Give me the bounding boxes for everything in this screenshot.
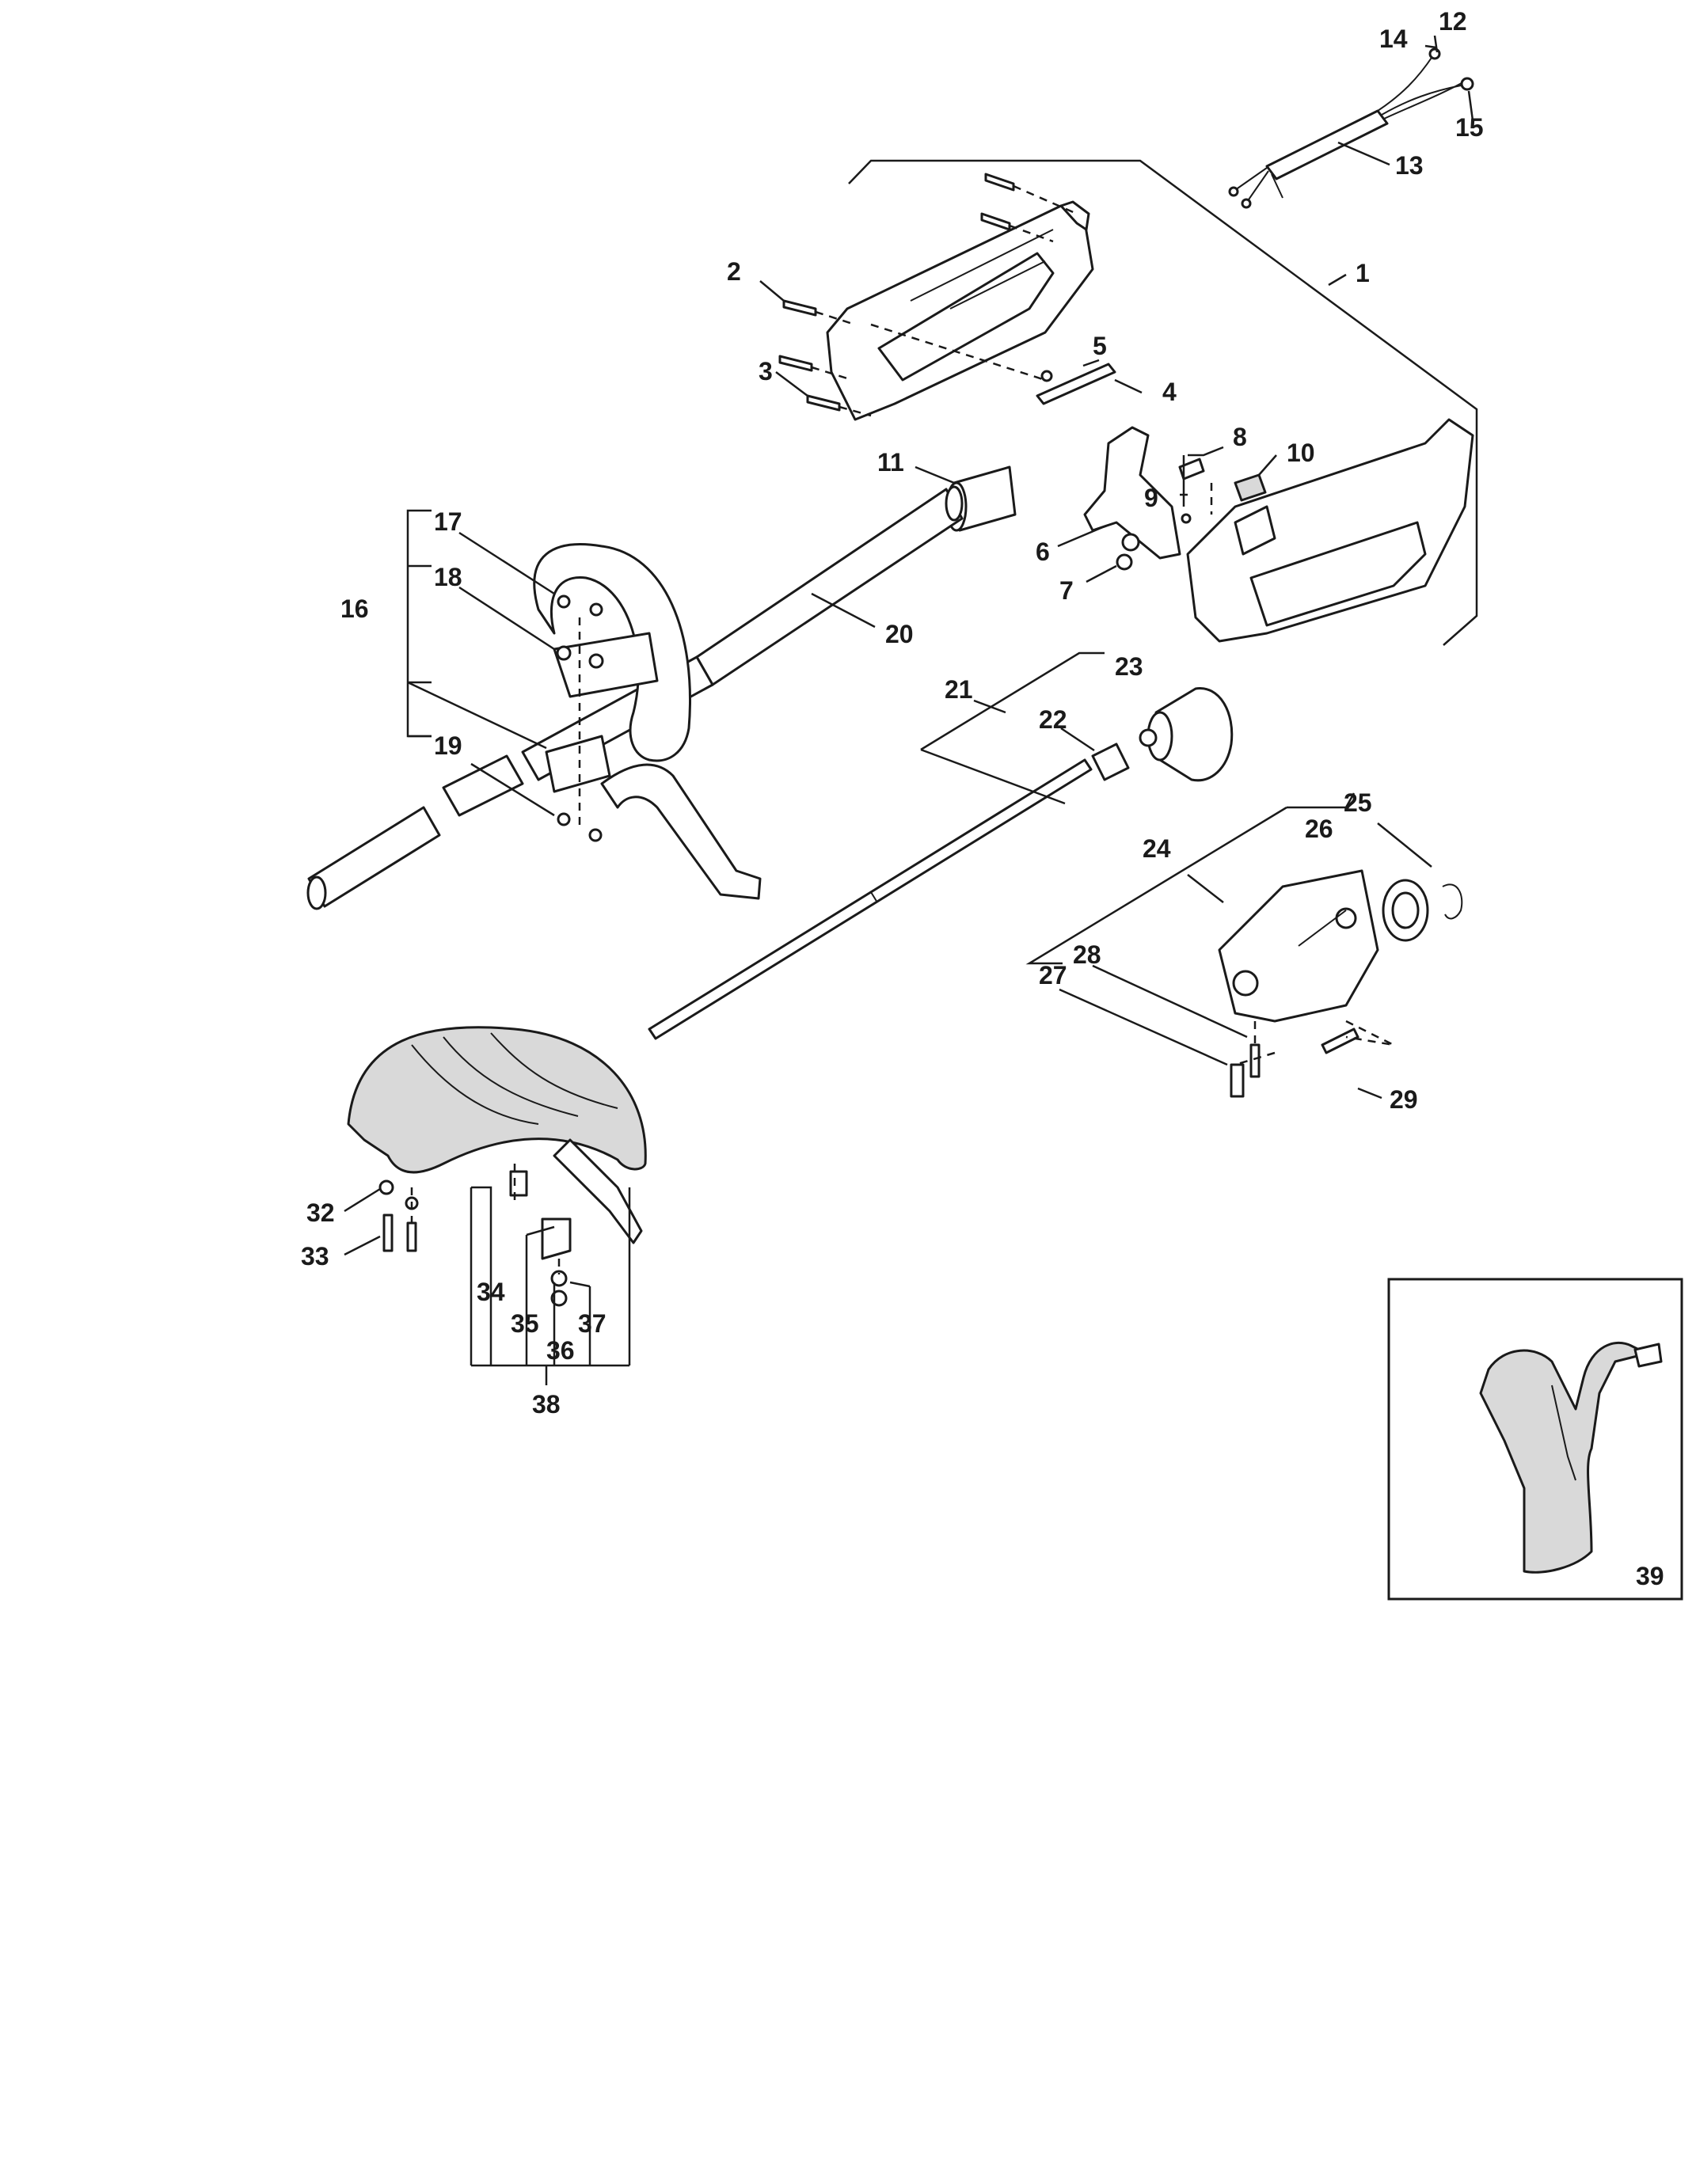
drive-shaft <box>648 758 1093 1040</box>
debris-guard <box>347 1026 647 1307</box>
callout-29: 29 <box>1390 1085 1418 1114</box>
callout-19: 19 <box>434 731 462 760</box>
callout-38: 38 <box>532 1390 561 1419</box>
callout-2: 2 <box>727 257 741 286</box>
callout-23: 23 <box>1115 652 1143 681</box>
leader-lines <box>344 35 1478 1385</box>
callout-7: 7 <box>1059 576 1074 605</box>
callout-12: 12 <box>1439 7 1467 36</box>
callout-16: 16 <box>340 594 369 623</box>
tube-sections <box>306 754 524 910</box>
callout-33: 33 <box>301 1242 329 1271</box>
callout-10: 10 <box>1287 439 1315 467</box>
callout-20: 20 <box>885 620 914 648</box>
callout-25: 25 <box>1344 788 1372 817</box>
callout-15: 15 <box>1455 113 1484 142</box>
callout-35: 35 <box>511 1309 539 1338</box>
callout-14: 14 <box>1379 25 1408 53</box>
callout-37: 37 <box>578 1309 607 1338</box>
callout-34: 34 <box>477 1278 505 1306</box>
callout-1: 1 <box>1356 259 1370 287</box>
wire-harness <box>1228 47 1474 209</box>
callout-4: 4 <box>1162 378 1177 406</box>
lower-handle-housing <box>1178 418 1474 643</box>
callout-32: 32 <box>306 1198 335 1227</box>
callout-5: 5 <box>1093 332 1107 360</box>
screws-handle <box>778 173 1015 412</box>
callout-26: 26 <box>1305 815 1333 843</box>
callout-9: 9 <box>1144 484 1158 512</box>
callout-6: 6 <box>1036 537 1050 566</box>
harness-inset <box>1387 1278 1683 1601</box>
callout-36: 36 <box>546 1336 575 1365</box>
callout-18: 18 <box>434 563 462 591</box>
callout-17: 17 <box>434 507 462 536</box>
assembly-dashes <box>410 184 1394 1274</box>
callout-24: 24 <box>1143 834 1171 863</box>
upper-handle-housing <box>826 200 1094 421</box>
callout-3: 3 <box>759 357 773 386</box>
callout-28: 28 <box>1073 940 1101 969</box>
throttle-cable <box>1036 363 1116 405</box>
callout-13: 13 <box>1395 151 1424 180</box>
callout-27: 27 <box>1039 961 1067 989</box>
callout-39: 39 <box>1636 1562 1664 1590</box>
gear-head <box>1218 869 1463 1098</box>
callouts: 1 2 3 4 5 6 7 8 9 10 11 12 13 14 15 16 1… <box>301 7 1664 1590</box>
loop-handle <box>533 543 762 900</box>
callout-22: 22 <box>1039 705 1067 734</box>
clutch-assembly <box>1091 687 1234 782</box>
callout-8: 8 <box>1233 423 1247 451</box>
throttle-trigger <box>1083 426 1181 571</box>
callout-21: 21 <box>945 675 973 704</box>
callout-11: 11 <box>877 448 904 477</box>
